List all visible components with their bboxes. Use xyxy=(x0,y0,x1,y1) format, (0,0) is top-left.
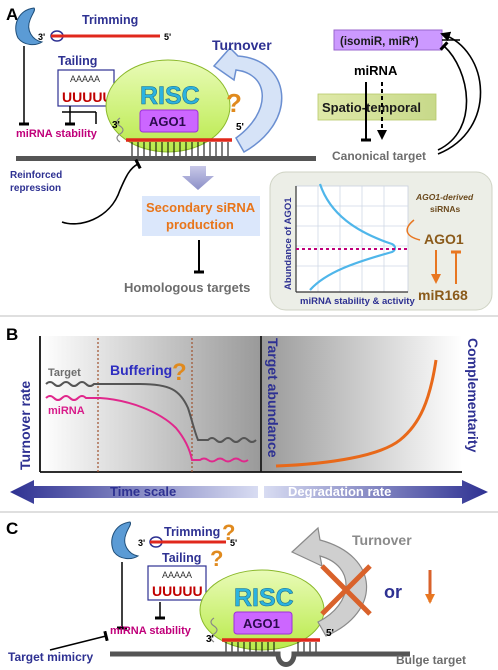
down-arrow xyxy=(182,166,214,190)
panel-a: A Trimming 3' 5' Tailing AAAAA UUUUU miR… xyxy=(6,5,493,311)
reinforced-line2: repression xyxy=(10,183,61,194)
sirna-feedback xyxy=(406,219,421,241)
trim-5prime-c: 5' xyxy=(230,538,237,548)
turnover-rate-label: Turnover rate xyxy=(17,381,33,470)
inset-plot-area xyxy=(295,185,409,293)
target-mimicry-label: Target mimicry xyxy=(8,650,93,664)
risc-label: RISC xyxy=(140,82,200,110)
panel-c: C Trimming ? 3' 5' Tailing ? AAAAA UUUUU… xyxy=(6,519,466,667)
reinforced-line1: Reinforced xyxy=(10,170,62,181)
degradation-rate-label: Degradation rate xyxy=(288,484,391,499)
trimming-label-c: Trimming xyxy=(164,525,220,539)
linker-squiggle-c xyxy=(210,617,218,643)
ago1-label: AGO1 xyxy=(149,114,186,129)
degradation-arrow xyxy=(264,480,488,504)
feedback-curve-2 xyxy=(437,31,482,155)
mirna-stability-label-c: miRNA stability xyxy=(110,625,192,637)
tailing-box xyxy=(57,69,115,107)
duplex-5prime: 5' xyxy=(236,122,244,133)
panel-a-letter: A xyxy=(6,5,18,24)
target-mrna-a xyxy=(16,156,316,161)
question-trim-c: ? xyxy=(222,520,235,545)
tail-u-c: UUUUU xyxy=(152,583,203,599)
canonical-target-label: Canonical target xyxy=(332,149,426,163)
trim-5prime: 5' xyxy=(164,32,171,42)
base-pairs xyxy=(131,142,229,156)
trim-3prime-c: 3' xyxy=(138,538,145,548)
complementarity-label: Complementarity xyxy=(465,338,481,453)
mirna-series-label: miRNA xyxy=(48,405,85,417)
panel-c-letter: C xyxy=(6,519,18,538)
panel-b-letter: B xyxy=(6,325,18,344)
spatio-box xyxy=(317,93,437,121)
secondary-line1: Secondary siRNA xyxy=(146,200,256,215)
ago1-derived-line1: AGO1-derived xyxy=(415,192,474,202)
tailing-label: Tailing xyxy=(58,54,97,68)
risc-label-c: RISC xyxy=(234,584,294,612)
target-series-label: Target xyxy=(48,367,81,379)
turnover-question: ? xyxy=(226,88,242,118)
mirna-node-label: miRNA xyxy=(354,63,398,78)
time-scale-label: Time scale xyxy=(110,484,176,499)
mimicry-inhibit xyxy=(49,630,109,651)
linker-squiggle xyxy=(116,117,124,143)
duplex-3prime-c: 3' xyxy=(206,634,214,645)
degradation-curve xyxy=(275,359,438,468)
buffering-label: Buffering xyxy=(110,362,172,378)
question-tail-c: ? xyxy=(210,546,223,571)
or-label: or xyxy=(384,582,402,602)
tailing-label-c: Tailing xyxy=(162,551,201,565)
inset-y-label: Abundance of AGO1 xyxy=(283,197,294,290)
block-x-2 xyxy=(320,564,372,616)
duplex-5prime-c: 5' xyxy=(326,628,334,639)
trimming-label: Trimming xyxy=(82,13,138,27)
mir168-node: miR168 xyxy=(418,287,468,303)
panel-b-right-bg xyxy=(262,336,462,472)
homologous-label: Homologous targets xyxy=(124,280,250,295)
turnover-label-c: Turnover xyxy=(352,532,412,548)
tailing-box-c xyxy=(147,565,207,601)
secondary-line2: production xyxy=(166,217,234,232)
panel-b-left-bg xyxy=(40,336,260,472)
turnover-arrow xyxy=(212,46,283,154)
nuclease-icon-c xyxy=(111,521,140,560)
isomir-label: (isomiR, miR*) xyxy=(340,36,419,48)
inset-x-label: miRNA stability & activity xyxy=(300,296,415,307)
buffering-question: ? xyxy=(172,359,187,386)
time-scale-arrow xyxy=(10,480,258,504)
feedback-curve-1 xyxy=(437,41,468,151)
target-series-line xyxy=(45,381,257,443)
ago1-derived-line2: siRNAs xyxy=(430,204,461,214)
ago1-label-c: AGO1 xyxy=(243,616,280,631)
target-abundance-label: Target abundance xyxy=(265,338,281,458)
ago1-box-c xyxy=(233,611,293,635)
mirna-series-line xyxy=(45,395,249,463)
ago1-node: AGO1 xyxy=(424,231,464,247)
target-mrna-c xyxy=(110,651,410,667)
secondary-box xyxy=(142,196,260,236)
panel-b: B Turnover rate Target abundance Complem… xyxy=(6,325,488,504)
trim-3prime: 3' xyxy=(38,32,45,42)
duplex-3prime: 3' xyxy=(112,120,120,131)
turnover-label: Turnover xyxy=(212,37,272,53)
bulge-target-label: Bulge target xyxy=(396,653,466,667)
tail-a-c: AAAAA xyxy=(162,570,192,580)
tail-u: UUUUU xyxy=(62,89,113,105)
base-pairs-c xyxy=(225,642,317,652)
nuclease-icon xyxy=(15,7,44,46)
tail-a: AAAAA xyxy=(70,74,100,84)
mirna-stability-label: miRNA stability xyxy=(16,128,98,140)
spatio-label: Spatio-temporal xyxy=(322,100,421,115)
ago1-box xyxy=(139,109,199,133)
reinforced-arc xyxy=(61,158,142,225)
inset-curve xyxy=(309,183,397,291)
